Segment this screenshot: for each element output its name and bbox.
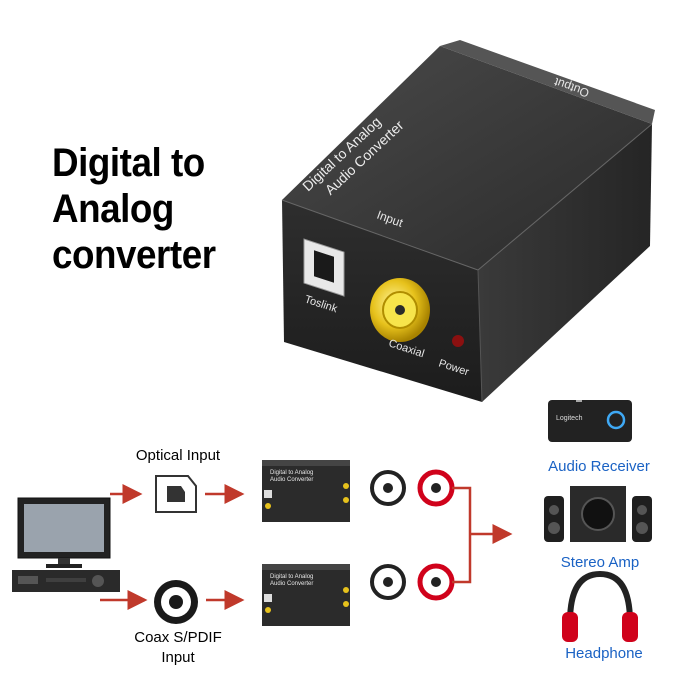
audio-receiver-icon: Logitech (548, 400, 632, 442)
mini-converter-title-line-2: Audio Converter (270, 581, 313, 587)
tv-icon (17, 497, 111, 568)
coax-connector-icon (154, 580, 198, 624)
mini-converter-1: Digital to Analog Audio Converter (262, 460, 350, 522)
av-receiver-device-icon (12, 570, 120, 592)
stereo-amp-icon (544, 486, 652, 542)
rca-white-jack-icon (370, 470, 406, 506)
mini-converter-2: Digital to Analog Audio Converter (262, 564, 350, 626)
audio-receiver-label: Audio Receiver (548, 458, 650, 475)
connection-diagram: Optical Input Coax S/PDIF Input Digital … (12, 400, 652, 666)
coax-input-label-line-1: Coax S/PDIF (134, 629, 222, 646)
coaxial-port-pin (395, 305, 405, 315)
rca-white-jack-icon (370, 564, 406, 600)
headphone-icon (562, 570, 638, 642)
coax-input-label-line-2: Input (161, 649, 195, 666)
optical-input-label: Optical Input (136, 447, 221, 464)
mini-converter-title-line-1: Digital to Analog (270, 574, 313, 580)
toslink-port-hole (314, 250, 334, 283)
converter-box-image: Digital to Analog Audio Converter Output… (281, 40, 655, 403)
mini-converter-title-line-1: Digital to Analog (270, 470, 313, 476)
rca-red-jack-icon (417, 469, 455, 507)
power-led (452, 335, 464, 347)
box-side-face (478, 124, 652, 402)
headline: Digital to Analog converter (52, 140, 273, 278)
headline-line-3: converter (52, 233, 216, 277)
rca-red-jack-icon (417, 563, 455, 601)
mini-converter-title-line-2: Audio Converter (270, 477, 313, 483)
box-top-face (282, 46, 652, 270)
headphone-label: Headphone (565, 645, 643, 662)
box-edge (477, 269, 483, 403)
optical-connector-icon (155, 475, 197, 513)
stereo-amp-label: Stereo Amp (561, 554, 639, 571)
headline-line-1: Digital to (52, 141, 205, 185)
connector-line (452, 486, 472, 584)
receiver-brand-label: Logitech (556, 415, 583, 422)
headline-line-2: Analog (52, 187, 174, 231)
box-output-ridge (440, 40, 655, 124)
